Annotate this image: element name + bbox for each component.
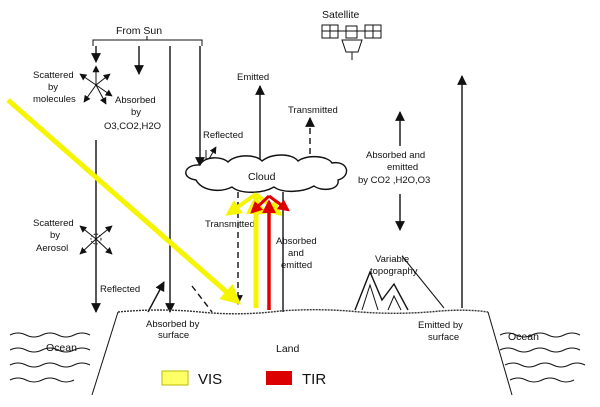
emitted-label: Emitted: [237, 72, 269, 83]
ocean-left-waves: [9, 332, 91, 383]
absorbed-by-surface-label: Absorbed by surface: [146, 319, 200, 341]
scattered-by-aerosol-label: Scattered by Aerosol: [33, 218, 74, 254]
aerosol-scatter-icon: [79, 225, 113, 255]
svg-text:molecules: molecules: [33, 94, 76, 105]
satellite-icon: [321, 24, 382, 60]
absorbed-by-gases-label: Absorbed by O3,CO2,H2O: [104, 95, 161, 132]
ocean-right-waves: [499, 332, 586, 383]
tir-scatter-right: [268, 194, 290, 212]
svg-text:by: by: [50, 230, 60, 241]
absorbed-emitted-cloud-label: Absorbed and emitted: [276, 236, 317, 271]
svg-text:Absorbed and: Absorbed and: [366, 150, 425, 161]
svg-text:Absorbed by: Absorbed by: [146, 319, 200, 330]
legend: VIS TIR: [161, 370, 326, 388]
svg-text:Absorbed: Absorbed: [115, 95, 156, 106]
mountain-shape: [354, 270, 409, 311]
svg-text:Scattered: Scattered: [33, 70, 74, 81]
cloud-label: Cloud: [248, 171, 276, 183]
svg-text:by: by: [131, 107, 141, 118]
land-label: Land: [276, 343, 300, 355]
svg-text:by: by: [48, 82, 58, 93]
svg-text:Scattered: Scattered: [33, 218, 74, 229]
satellite-label: Satellite: [322, 9, 360, 21]
ocean-left-label: Ocean: [46, 342, 77, 354]
svg-text:surface: surface: [428, 332, 459, 343]
absorbed-emitted-gases-label: Absorbed and emitted by CO2 ,H2O,O3: [358, 150, 430, 186]
legend-label-vis: VIS: [198, 371, 222, 388]
svg-text:O3,CO2,H2O: O3,CO2,H2O: [104, 121, 161, 132]
transmitted-under-label: Transmitted: [205, 219, 255, 230]
vis-cloud-scatter-left: [225, 192, 258, 216]
svg-text:surface: surface: [158, 330, 189, 341]
legend-swatch-tir: [266, 371, 292, 385]
svg-text:and: and: [288, 248, 304, 259]
variable-topography-label: Variable topography: [370, 254, 418, 277]
cloud-shape: [185, 154, 348, 193]
svg-text:emitted: emitted: [281, 260, 312, 271]
from-sun-label: From Sun: [116, 25, 162, 37]
transmitted-top-label: Transmitted: [288, 105, 338, 116]
legend-swatch-vis: [161, 370, 189, 386]
emitted-by-surface-label: Emitted by surface: [418, 320, 463, 343]
legend-label-tir: TIR: [302, 371, 326, 388]
svg-text:emitted: emitted: [387, 162, 418, 173]
svg-text:Variable: Variable: [375, 254, 409, 265]
reflected-cloud-label: Reflected: [203, 130, 243, 141]
svg-text:topography: topography: [370, 266, 418, 277]
ocean-right-label: Ocean: [508, 331, 539, 343]
svg-text:Absorbed: Absorbed: [276, 236, 317, 247]
land-surface: [117, 309, 489, 315]
svg-text:Aerosol: Aerosol: [36, 243, 68, 254]
vis-incoming-arrow: [6, 98, 242, 305]
svg-text:Emitted by: Emitted by: [418, 320, 463, 331]
svg-text:by CO2 ,H2O,O3: by CO2 ,H2O,O3: [358, 175, 430, 186]
from-sun-bracket: [92, 39, 203, 46]
reflected-surface-label: Reflected: [100, 284, 140, 295]
scattered-by-molecules-label: Scattered by molecules: [33, 70, 76, 105]
molecule-scatter-icon: [79, 65, 113, 105]
tir-scatter-left: [250, 194, 271, 214]
